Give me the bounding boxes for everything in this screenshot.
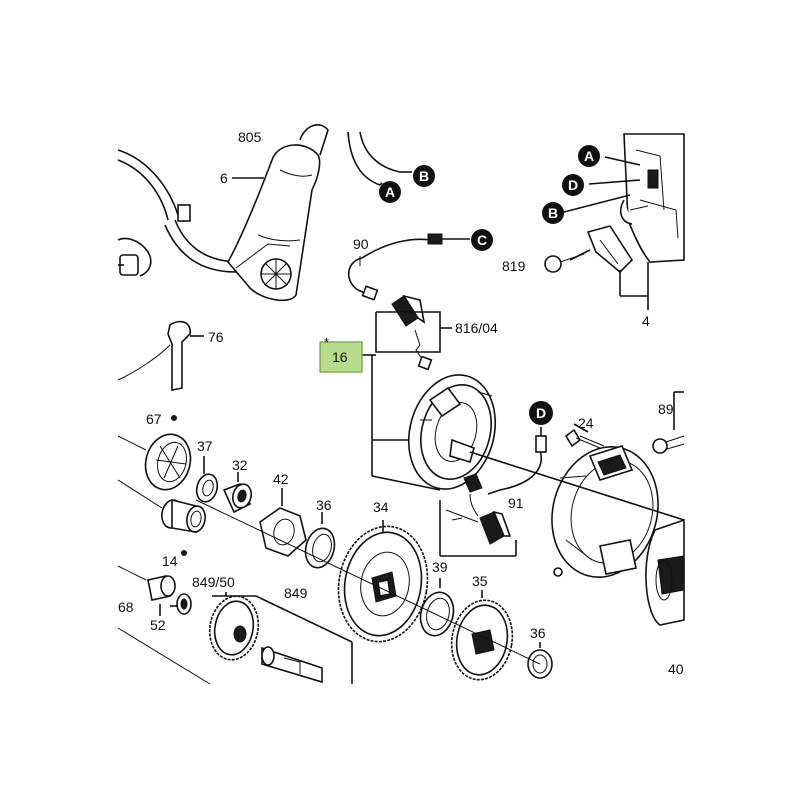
label-16: 16 xyxy=(332,349,348,365)
label-52: 52 xyxy=(150,617,166,633)
top-right-housing-part xyxy=(544,133,685,274)
bracket-849 xyxy=(117,595,353,685)
clip-76-part xyxy=(117,320,204,391)
label-16-star: * xyxy=(324,335,329,350)
label-24: 24 xyxy=(578,415,594,431)
svg-text:A: A xyxy=(385,184,395,200)
label-819: 819 xyxy=(502,258,526,274)
connector-a-right[interactable]: A xyxy=(578,145,600,167)
brush-plate-part xyxy=(407,374,497,490)
label-37: 37 xyxy=(197,438,213,454)
label-805: 805 xyxy=(238,129,262,145)
label-76: 76 xyxy=(208,329,224,345)
power-cord-part xyxy=(117,149,241,277)
handle-vent-icon xyxy=(261,259,291,289)
gear-axis-line xyxy=(195,499,541,665)
leader-D-right xyxy=(588,179,641,185)
svg-text:A: A xyxy=(584,148,594,164)
gear-849-50-part xyxy=(208,592,260,661)
washer-52-part xyxy=(159,593,192,616)
svg-text:D: D xyxy=(568,177,578,193)
nut-42-part xyxy=(259,488,307,557)
ring-36a-part xyxy=(304,512,336,569)
gear-35-part xyxy=(450,590,514,681)
connector-a-top[interactable]: A xyxy=(379,181,401,203)
svg-text:D: D xyxy=(536,405,546,421)
connector-b-top[interactable]: B xyxy=(413,165,435,187)
bearing-32-part xyxy=(222,472,253,514)
carbon-brush-part xyxy=(391,294,433,371)
wire-set-top xyxy=(347,131,412,186)
switch-handle-part xyxy=(227,124,329,302)
svg-text:B: B xyxy=(419,168,429,184)
label-34: 34 xyxy=(373,499,389,515)
label-849-50: 849/50 xyxy=(192,574,235,590)
label-68: 68 xyxy=(118,599,134,615)
lower-brush-part xyxy=(445,473,512,545)
label-42: 42 xyxy=(273,471,289,487)
connector-c[interactable]: C xyxy=(471,229,493,251)
svg-text:C: C xyxy=(477,232,487,248)
ring-39-part xyxy=(419,578,455,637)
label-39: 39 xyxy=(432,559,448,575)
label-36-b: 36 xyxy=(530,625,546,641)
label-32: 32 xyxy=(232,457,248,473)
connector-d-right[interactable]: D xyxy=(562,174,584,196)
label-35: 35 xyxy=(472,573,488,589)
leader-B-right xyxy=(563,194,631,213)
brush-bracket-lines xyxy=(362,311,517,557)
label-40: 40 xyxy=(668,661,684,677)
label-14: 14 xyxy=(162,553,178,569)
armature-part xyxy=(645,518,685,626)
part-4-bracket xyxy=(619,262,649,310)
needle-bearing-14-part xyxy=(117,479,206,556)
gear-34-part xyxy=(337,520,429,643)
label-36-a: 36 xyxy=(316,497,332,513)
washer-37-part xyxy=(195,456,219,503)
screw-24-part xyxy=(564,423,605,449)
shaft-849-part xyxy=(261,646,323,684)
label-4: 4 xyxy=(642,313,650,329)
svg-text:B: B xyxy=(548,205,558,221)
connector-b-right[interactable]: B xyxy=(542,202,564,224)
highlighted-part-16-box[interactable] xyxy=(319,341,363,373)
gear-67-part xyxy=(117,415,192,491)
label-816-04: 816/04 xyxy=(455,320,498,336)
leader-A-right xyxy=(604,156,641,166)
screw-89-part xyxy=(652,391,685,454)
label-67: 67 xyxy=(146,411,162,427)
wire-91-part xyxy=(487,427,547,495)
bushing-68-part xyxy=(117,565,176,601)
assembly-axis-line xyxy=(469,451,685,521)
connector-d-lower[interactable]: D xyxy=(529,401,553,425)
label-6: 6 xyxy=(220,170,228,186)
field-housing-part xyxy=(551,445,659,578)
label-89: 89 xyxy=(658,401,674,417)
label-91: 91 xyxy=(508,495,524,511)
label-90: 90 xyxy=(353,236,369,252)
label-849: 849 xyxy=(284,585,308,601)
wire-90-part xyxy=(347,233,470,301)
